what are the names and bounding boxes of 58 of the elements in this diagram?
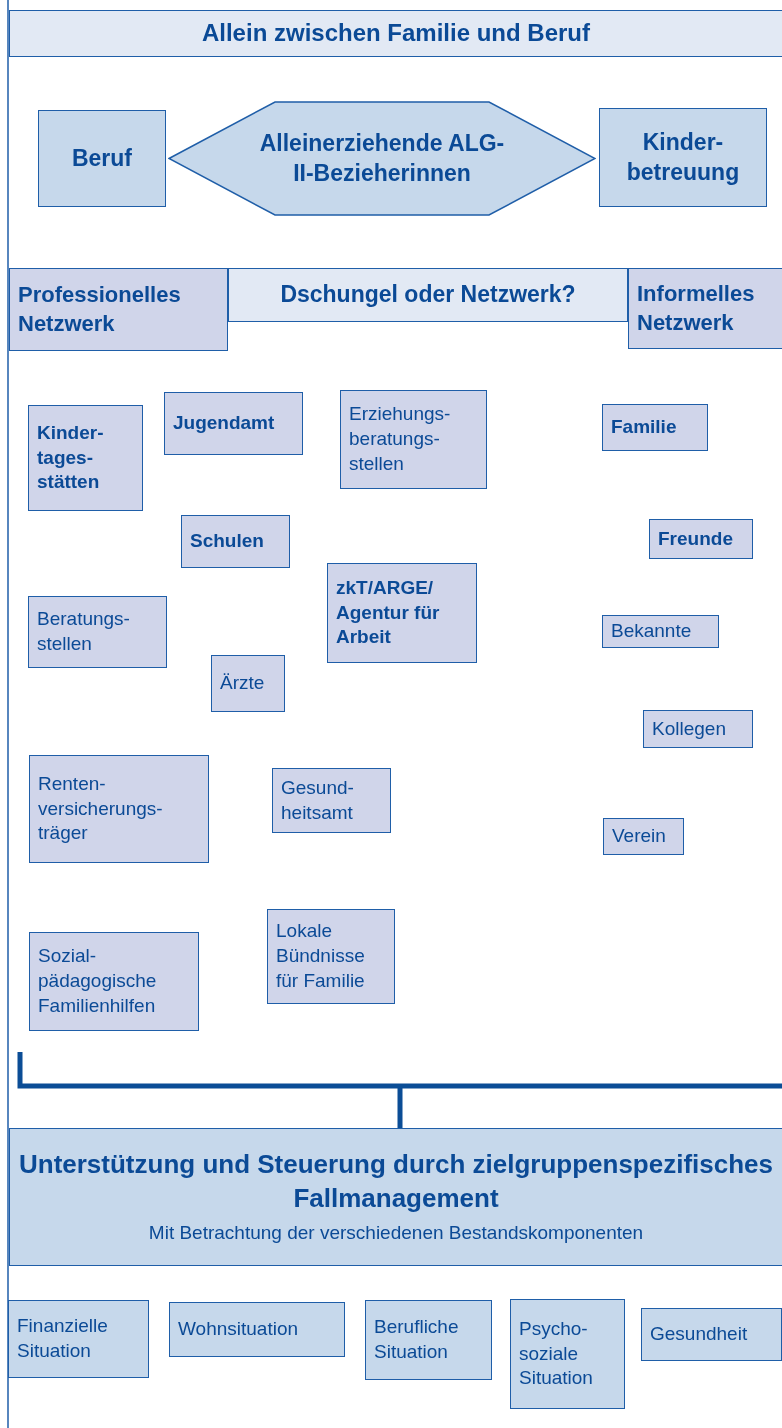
box-label: Unterstützung und Steuerung durch zielgruppenspezifisches Fallmanagement [18, 1147, 774, 1215]
box-label: Verein [612, 824, 667, 849]
institution-box [643, 710, 753, 748]
box-label: Ärzte [220, 671, 266, 696]
heading-band [228, 268, 628, 322]
institution-box [28, 596, 167, 668]
box-label: Lokale Bündnisse für Familie [276, 919, 366, 993]
institution-box [327, 563, 477, 663]
institution-box [603, 818, 684, 855]
management-box [9, 1128, 782, 1266]
institution-box [602, 404, 708, 451]
box-label: Kinder- betreuung [625, 127, 741, 187]
institution-box [272, 768, 391, 833]
component-box [365, 1300, 492, 1380]
institution-box [267, 909, 395, 1004]
institution-box [29, 755, 209, 863]
component-box [641, 1308, 782, 1361]
component-box [169, 1302, 345, 1357]
institution-box [649, 519, 753, 559]
network-heading [9, 268, 228, 351]
box-label: Erziehungs- beratungs- stellen [349, 402, 452, 476]
box-label: Sozial- pädagogische Familienhilfen [38, 944, 158, 1018]
box-label: Kinder- tages- stätten [37, 420, 105, 495]
box-label: Finanzielle Situation [17, 1314, 109, 1363]
box-label: Beratungs- stellen [37, 607, 131, 656]
box-label: Berufliche Situation [374, 1315, 460, 1364]
box-label: Wohnsituation [178, 1317, 300, 1342]
institution-box [211, 655, 285, 712]
institution-box [181, 515, 290, 568]
box-label: Beruf [70, 143, 134, 173]
institution-box [29, 932, 199, 1031]
box-label: Informelles Netzwerk [637, 279, 756, 337]
box-label: Freunde [658, 526, 734, 551]
box-label: Dschungel oder Netzwerk? [279, 280, 577, 310]
institution-box [602, 615, 719, 648]
box-label: Jugendamt [173, 411, 276, 436]
box-label: Psycho- soziale Situation [519, 1316, 594, 1391]
title-banner: Allein zwischen Familie und Beruf [9, 10, 782, 57]
topic-box [599, 108, 767, 207]
box-label: Schulen [190, 529, 265, 554]
box-label: Gesundheit [650, 1322, 749, 1347]
hexagon-box [168, 101, 596, 216]
topic-box [38, 110, 166, 207]
network-heading [628, 268, 782, 349]
box-label: Kollegen [652, 716, 727, 741]
box-label: Alleinerziehende ALG-II-Bezieherinnen [258, 128, 506, 188]
institution-box [164, 392, 303, 455]
box-label: Bekannte [611, 619, 693, 644]
box-label: Professionelles Netzwerk [18, 280, 182, 338]
box-label: Renten- versicherungs- träger [38, 771, 164, 846]
institution-box [28, 405, 143, 511]
component-box [510, 1299, 625, 1409]
institution-box [340, 390, 487, 489]
box-label: zkT/ARGE/ Agentur für Arbeit [336, 575, 441, 650]
box-label: Familie [611, 415, 678, 440]
box-subtitle: Mit Betrachtung der verschiedenen Bestandskomponenten [147, 1221, 645, 1246]
box-label: Gesund- heitsamt [281, 775, 355, 825]
component-box [8, 1300, 149, 1378]
